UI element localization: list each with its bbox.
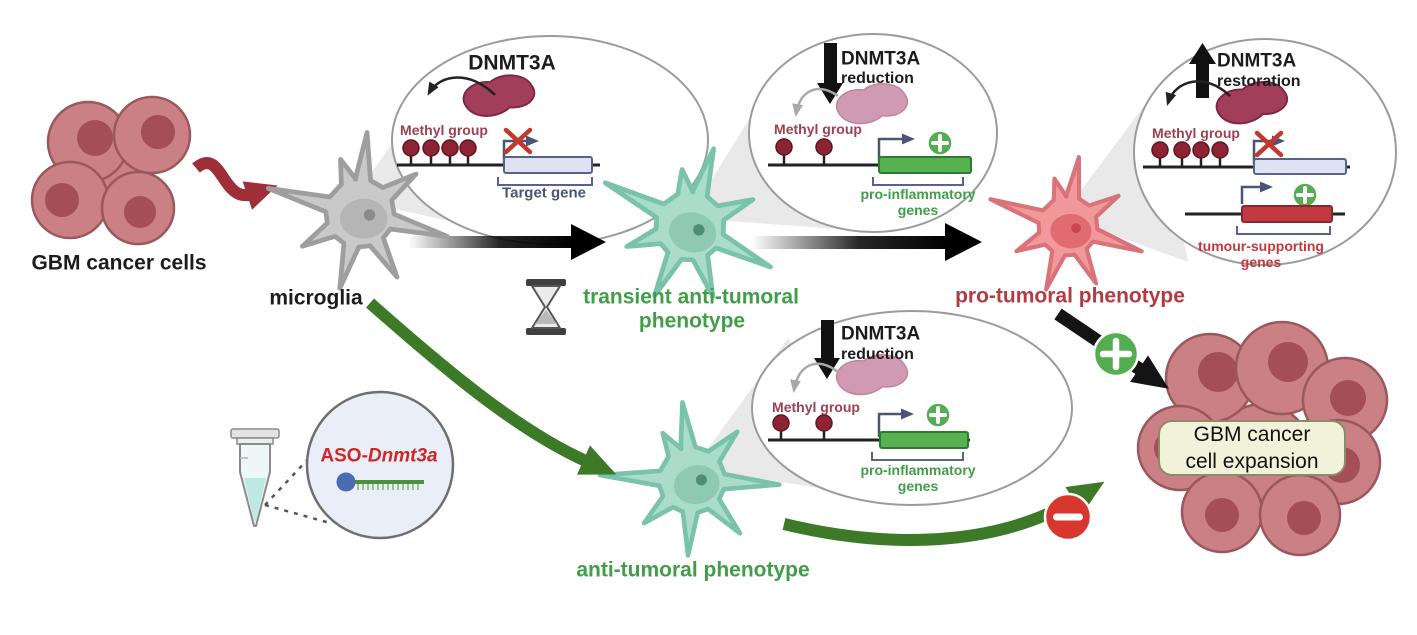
bubble2-title: DNMT3A [841,48,921,70]
plus-icon [1292,182,1318,208]
gene-bracket [871,452,964,461]
aso-prefix: ASO- [320,445,368,467]
gene-box-silenced [1253,158,1347,175]
bubble4-title: DNMT3A [841,323,921,345]
transcription-arrow [877,133,915,162]
gene-bracket [872,177,964,186]
gene-box-pro-inflammatory [878,156,972,174]
pro-tumoral-cell [984,151,1147,296]
aso-dnmt3a-label: ASO-Dnmt3a [320,447,437,466]
transient-phenotype-label-2: phenotype [638,309,746,333]
methyl-lollipops [1151,141,1229,167]
bubble1-title: DNMT3A [468,51,556,75]
expansion-label-1: GBM cancer [1193,422,1311,446]
gbm-cancer-cells-cluster [30,95,192,246]
transition-arrow-1 [408,224,606,260]
bubble3-gene-label-2: genes [1240,254,1282,270]
methylation-arrow-faded [792,87,839,117]
transient-phenotype-label-1: transient anti-tumoral [583,285,799,309]
anti-tumoral-cell [589,386,790,570]
bubble3-subtitle: restoration [1217,73,1301,90]
bubble2-subtitle: reduction [841,70,914,87]
bubble3-methyl-label: Methyl group [1152,125,1240,141]
gbm-expansion-label-box: GBM cancer cell expansion [1158,420,1346,476]
gene-bracket [497,177,593,186]
bubble4-gene-label-2: genes [897,478,939,494]
blocked-x-icon [503,127,533,155]
blocked-x-icon [1254,130,1284,158]
aso-zoom-circle [305,390,455,540]
gene-box-tumour-supporting [1241,205,1333,223]
transcription-arrow [502,135,539,163]
methyl-lollipops [402,139,477,165]
bubble2-methyl-label: Methyl group [774,121,862,137]
bubble1-gene-label: Target gene [502,184,586,202]
methylation-arrow [427,76,496,96]
microglia-cell [268,133,447,289]
aso-treatment-arrow [366,298,617,475]
bubble2-gene-label-2: genes [897,202,939,218]
gene-box-target [503,156,593,174]
bubble1-methyl-label: Methyl group [400,122,488,138]
up-arrow-icon [1189,43,1216,98]
bubble4-subtitle: reduction [841,346,914,363]
anti-tumoral-phenotype-label: anti-tumoral phenotype [576,558,810,582]
methylation-arrow [1165,80,1231,106]
gene-bracket [1236,226,1331,235]
callout-bubble-dnmt3a-restoration [1133,38,1397,266]
bubble3-gene-label-1: tumour-supporting [1198,238,1324,254]
callout-bubble-dnmt3a-reduction [748,33,998,233]
oligo-icon [336,472,424,492]
callout-bubble-dnmt3a-reduction-bottom [751,310,1073,506]
bubble2-gene-label-1: pro-inflammatory [860,186,976,202]
hourglass-icon [526,279,566,335]
transient-anti-tumoral-cell [585,128,792,318]
methyl-lollipops [775,138,833,165]
expansion-label-2: cell expansion [1185,449,1319,473]
gbm-cancer-cells-label: GBM cancer cells [31,251,207,275]
transcription-arrow-2 [1240,181,1273,204]
methylation-arrow-faded [790,362,839,393]
gene-box-pro-inflammatory [879,431,969,449]
bubble3-title: DNMT3A [1217,50,1297,72]
transcription-arrow [877,408,914,437]
aso-gene-name: Dnmt3a [367,445,438,467]
microglia-label: microglia [269,286,363,310]
bubble4-gene-label-1: pro-inflammatory [860,462,976,478]
plus-icon [925,402,951,428]
methyl-lollipops [772,414,833,440]
minus-icon [1043,492,1093,542]
plus-icon [927,130,953,156]
transition-arrow-2 [752,223,982,261]
bubble4-methyl-label: Methyl group [772,399,860,415]
plus-icon-large [1092,330,1140,378]
recruitment-arrow [192,157,278,210]
eppendorf-tube-icon [230,428,280,527]
pro-tumoral-phenotype-label: pro-tumoral phenotype [955,284,1185,308]
